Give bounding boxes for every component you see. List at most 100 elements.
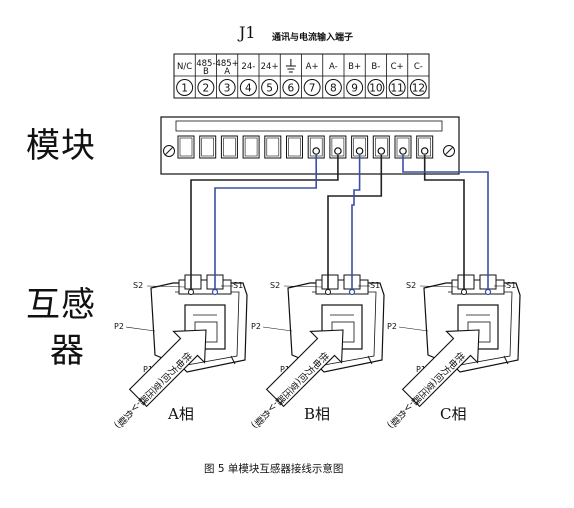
terminal-label-8: A- (329, 62, 338, 72)
ct-label-s1: S1 (370, 281, 380, 290)
ct-label-s1: S1 (506, 281, 516, 290)
terminal-number-4: 4 (245, 83, 252, 95)
transformer-label-line2: 器 (50, 331, 85, 371)
terminal-number-10: 10 (369, 83, 382, 95)
terminal-screw (312, 147, 321, 155)
phase-label-b: B相 (304, 405, 331, 423)
figure-caption: 图 5 单模块互感器接线示意图 (204, 463, 344, 475)
terminal-number-1: 1 (181, 83, 188, 95)
terminal-number-circle (303, 79, 321, 96)
ct-screw-s1 (484, 288, 492, 296)
terminal-slot-inner (223, 137, 236, 157)
ct-label-s2: S2 (133, 281, 143, 290)
terminal-slot-inner (244, 137, 258, 157)
wire-b-plus (351, 155, 361, 290)
terminal-screw (355, 147, 364, 155)
terminal-slot-inner (288, 137, 301, 157)
terminal-slot (177, 135, 195, 159)
terminal-number-9: 9 (351, 83, 358, 95)
terminal-label-4: 24- (241, 62, 255, 72)
ct-label-p2: P2 (251, 322, 261, 331)
ct-terminal-s2 (321, 274, 339, 290)
ct-label-p1: P1 (416, 365, 426, 374)
terminal-label-5: 24+ (261, 62, 279, 72)
terminal-screw (334, 147, 342, 155)
terminal-number-circle (367, 79, 385, 96)
header-subtitle: 通讯与电流输入端子 (272, 33, 354, 43)
terminal-slot (264, 135, 282, 159)
direction-arrow-text: 供电方向(变压器->负载) (112, 348, 194, 430)
terminal-slot (286, 135, 303, 159)
ct-label-leader (283, 285, 323, 288)
ct-label-leader (419, 285, 459, 288)
ct-label-s2: S2 (270, 281, 280, 290)
terminal-screw (399, 147, 407, 155)
terminal-slot-inner (266, 137, 280, 157)
terminal-label-11: C+ (391, 62, 404, 72)
wire-a-minus (190, 155, 339, 290)
ct-terminal-s2 (184, 274, 202, 290)
header-code: J1 (239, 23, 256, 42)
terminal-number-2: 2 (203, 83, 210, 95)
mount-screw-slot (445, 147, 453, 155)
terminal-slot (199, 135, 217, 159)
direction-arrow-text: 供电方向(变压器->负载) (249, 348, 331, 430)
terminal-label-10: B- (371, 62, 380, 72)
phase-label-a: A相 (168, 405, 194, 423)
ct-label-leader (146, 285, 186, 288)
ct-label-p2: P2 (114, 322, 124, 331)
wire-c-plus (402, 155, 489, 290)
ct-terminal-s2 (457, 274, 475, 290)
ct-label-leader (398, 326, 429, 332)
ct-screw-s2 (325, 289, 331, 295)
module-label: 模块 (26, 126, 96, 166)
terminal-number-8: 8 (330, 83, 337, 95)
wire-c-minus (423, 155, 465, 290)
ct-label-leader (262, 326, 293, 332)
terminal-number-3: 3 (224, 83, 231, 95)
ct-foot (367, 355, 373, 365)
ct-label-p1: P1 (143, 365, 153, 374)
terminal-slot (220, 135, 238, 159)
terminal-number-6: 6 (288, 83, 295, 95)
terminal-label-9: B+ (348, 62, 361, 72)
ct-label-p1: P1 (280, 365, 290, 374)
terminal-label-12: C- (414, 62, 423, 72)
terminal-number-circle (197, 79, 215, 96)
ct-label-s1: S1 (233, 281, 243, 290)
direction-arrow-shape (265, 329, 344, 408)
terminal-number-circle (176, 79, 194, 96)
ct-screw-s1 (211, 288, 219, 296)
terminal-number-7: 7 (309, 83, 316, 95)
terminal-slot-inner (201, 137, 214, 157)
terminal-number-circle (239, 79, 257, 96)
terminal-number-11: 11 (390, 83, 403, 95)
phase-label-c: C相 (440, 405, 467, 423)
terminal-label-2-top: 485- (196, 59, 215, 69)
terminal-screw (377, 147, 386, 155)
terminal-number-circle (388, 79, 406, 96)
ct-screw-s2 (461, 289, 467, 295)
ct-screw-s1 (348, 288, 356, 296)
terminal-number-circle (218, 79, 236, 96)
ground-icon (285, 59, 296, 73)
terminal-slot (242, 135, 260, 159)
terminal-number-5: 5 (266, 83, 273, 95)
wire-a-plus (214, 155, 317, 290)
terminal-number-circle (282, 79, 300, 96)
terminal-label-1: N/C (177, 62, 192, 72)
terminal-label-3-bottom: A (224, 67, 230, 77)
terminal-label-2-bottom: B (203, 67, 209, 77)
ct-screw-s2 (188, 289, 194, 295)
direction-arrow-shape (128, 329, 207, 408)
ct-foot (230, 355, 236, 365)
wire-b-minus (327, 155, 383, 290)
terminal-label-3-top: 485+ (215, 59, 238, 69)
ct-foot (503, 355, 509, 365)
mount-screw-slot (165, 147, 173, 155)
ct-label-p2: P2 (387, 322, 397, 331)
